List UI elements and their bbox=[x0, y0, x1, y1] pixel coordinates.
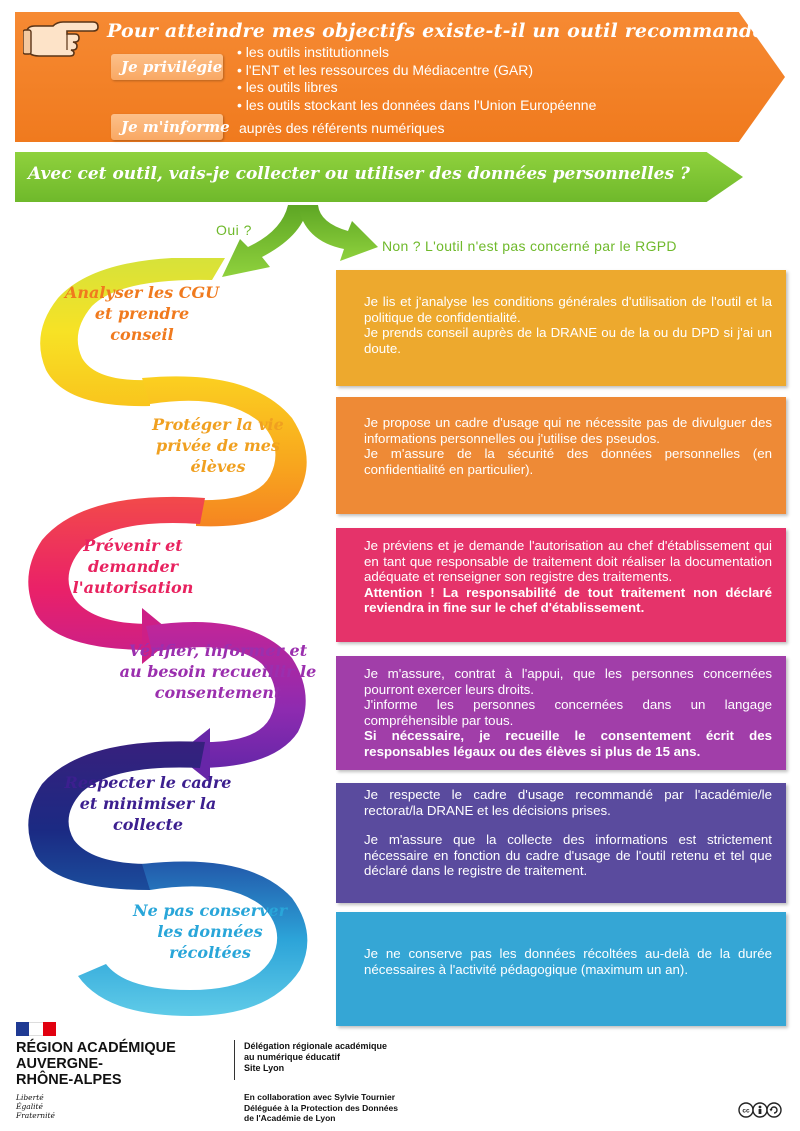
step-paragraph: Je ne conserve pas les données récoltées… bbox=[364, 946, 772, 977]
step-conserver-box: Je ne conserve pas les données récoltées… bbox=[336, 912, 786, 1026]
step-paragraph: J'informe les personnes concernées dans … bbox=[364, 697, 772, 728]
step-paragraph: Je respecte le cadre d'usage recommandé … bbox=[364, 787, 772, 818]
personal-data-banner: Avec cet outil, vais-je collecter ou uti… bbox=[15, 152, 743, 202]
step-paragraph: Je prends conseil auprès de la DRANE ou … bbox=[364, 325, 772, 356]
step-verifier-box: Je m'assure, contrat à l'appui, que les … bbox=[336, 656, 786, 770]
svg-text:cc: cc bbox=[742, 1108, 750, 1115]
privilegie-tag: Je privilégie bbox=[111, 54, 223, 80]
recommended-tool-question: Pour atteindre mes objectifs existe-t-il… bbox=[107, 20, 783, 42]
footer-divider bbox=[234, 1040, 235, 1080]
step-respecter-box: Je respecte le cadre d'usage recommandé … bbox=[336, 783, 786, 903]
personal-data-question: Avec cet outil, vais-je collecter ou uti… bbox=[28, 164, 690, 184]
step-proteger-title: Protéger la vie privée de mes élèves bbox=[152, 415, 284, 476]
minforme-tag: Je m'informe bbox=[111, 114, 230, 140]
list-item: • l'ENT et les ressources du Médiacentre… bbox=[237, 61, 533, 78]
non-label: Non ? L'outil n'est pas concerné par le … bbox=[382, 238, 677, 254]
step-paragraph: Je propose un cadre d'usage qui ne néces… bbox=[364, 415, 772, 446]
collaboration-text: En collaboration avec Sylvie Tournier Dé… bbox=[244, 1092, 398, 1123]
list-item: • les outils libres bbox=[237, 79, 338, 95]
step-prevenir-box: Je préviens et je demande l'autorisation… bbox=[336, 528, 786, 642]
delegation-text: Délégation régionale académique au numér… bbox=[244, 1041, 388, 1073]
step-conserver-title: Ne pas conserver les données récoltées bbox=[132, 901, 288, 962]
oui-label: Oui ? bbox=[216, 222, 252, 238]
yes-no-fork-arrows bbox=[222, 205, 378, 277]
step-warning: Attention ! La responsabilité de tout tr… bbox=[364, 584, 772, 616]
step-respecter-title: Respecter le cadre et minimiser la colle… bbox=[64, 773, 232, 834]
step-analyser-title: Analyser les CGU et prendre conseil bbox=[64, 283, 220, 344]
step-paragraph-strong: Si nécessaire, je recueille le consentem… bbox=[364, 728, 772, 759]
list-item: • les outils stockant les données dans l… bbox=[237, 96, 597, 113]
cc-license-icon: cc bbox=[738, 1102, 782, 1118]
step-paragraph: Je m'assure de la sécurité des données p… bbox=[364, 446, 772, 477]
step-paragraph: Je m'assure que la collecte des informat… bbox=[364, 832, 772, 878]
region-name: RÉGION ACADÉMIQUE AUVERGNE- RHÔNE-ALPES bbox=[16, 1040, 176, 1088]
pointing-hand-icon bbox=[23, 21, 99, 57]
step-analyser-box: Je lis et j'analyse les conditions génér… bbox=[336, 270, 786, 386]
step-paragraph: Je lis et j'analyse les conditions génér… bbox=[364, 294, 772, 325]
step-paragraph: Je préviens et je demande l'autorisation… bbox=[364, 538, 772, 584]
privileged-tools-list: • les outils institutionnels • l'ENT et … bbox=[237, 44, 596, 114]
steps-spiral-graphic bbox=[28, 258, 308, 1016]
step-prevenir-title: Prévenir et demander l'autorisation bbox=[72, 536, 194, 597]
step-proteger-box: Je propose un cadre d'usage qui ne néces… bbox=[336, 397, 786, 514]
step-paragraph: Je m'assure, contrat à l'appui, que les … bbox=[364, 666, 772, 697]
french-flag-logo bbox=[16, 1022, 56, 1036]
informe-text: auprès des référents numériques bbox=[239, 120, 445, 136]
green-arrow-shape bbox=[15, 152, 743, 202]
recommended-tool-banner: Pour atteindre mes objectifs existe-t-il… bbox=[15, 12, 785, 142]
republic-motto: Liberté Égalité Fraternité bbox=[16, 1093, 55, 1120]
step-verifier-title: Vérifier, informer et au besoin recueill… bbox=[119, 641, 317, 702]
list-item: • les outils institutionnels bbox=[237, 44, 389, 60]
